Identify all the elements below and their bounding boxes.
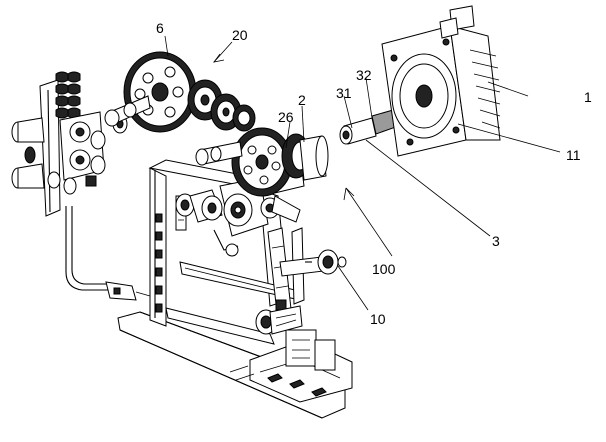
label-26: 26: [278, 109, 294, 125]
gear-26-assembly: [196, 128, 328, 196]
label-20: 20: [232, 27, 248, 43]
gear-6: [124, 52, 196, 132]
spring-stack: [56, 72, 80, 118]
gear-small-c: [233, 105, 255, 131]
label-1: 1: [584, 89, 592, 105]
thread-wire: [66, 206, 150, 300]
label-2: 2: [298, 92, 306, 108]
label-31: 31: [336, 85, 352, 101]
label-3: 3: [492, 233, 500, 249]
label-100: 100: [372, 261, 396, 277]
label-10: 10: [370, 311, 386, 327]
label-6: 6: [156, 20, 164, 36]
gear-train-top: [105, 52, 255, 132]
label-11: 11: [566, 147, 581, 163]
roller-shaft-10: [280, 250, 346, 276]
left-unit: [12, 72, 127, 216]
label-32: 32: [356, 67, 372, 83]
motor-1: [382, 6, 500, 156]
